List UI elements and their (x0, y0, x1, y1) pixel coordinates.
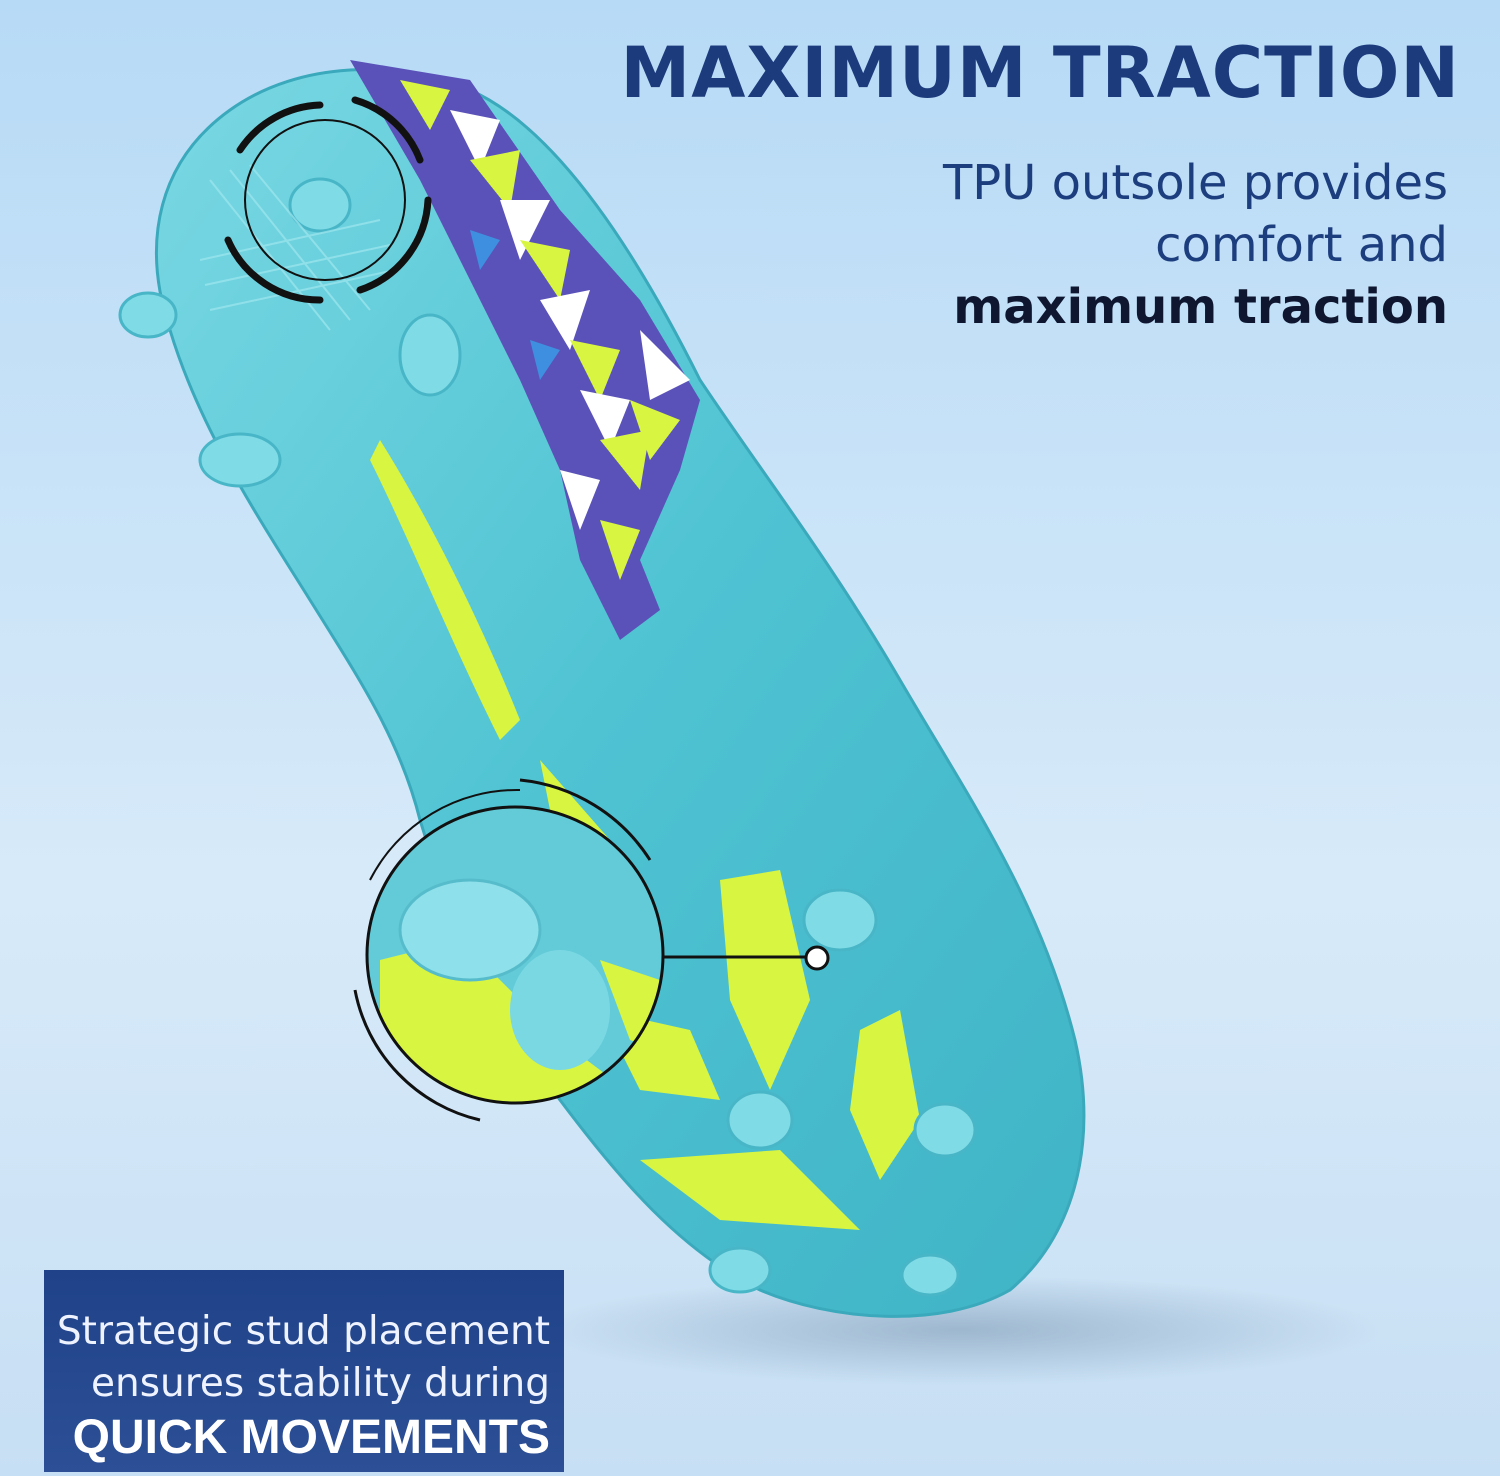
stud-placement-callout: Strategic stud placement ensures stabili… (44, 1270, 564, 1472)
heel-grid-texture (199, 164, 396, 331)
subcopy-line-2: comfort and (1155, 217, 1448, 273)
heel-focus-ring (224, 96, 432, 304)
subcopy-emphasis: maximum traction (953, 279, 1448, 335)
ground-shadow (540, 1275, 1380, 1385)
triangle-pattern-upper (350, 60, 700, 640)
callout-line-2: ensures stability during (91, 1361, 550, 1406)
zoom-magnifier (353, 778, 830, 1122)
callout-emphasis: QUICK MOVEMENTS (72, 1411, 550, 1464)
subcopy-line-1: TPU outsole provides (942, 155, 1448, 211)
studs (118, 177, 977, 1297)
subcopy: TPU outsole provides comfort and maximum… (943, 152, 1448, 338)
headline: MAXIMUM TRACTION (620, 32, 1460, 114)
outsole (155, 68, 1086, 1318)
callout-line-1: Strategic stud placement (56, 1309, 550, 1354)
